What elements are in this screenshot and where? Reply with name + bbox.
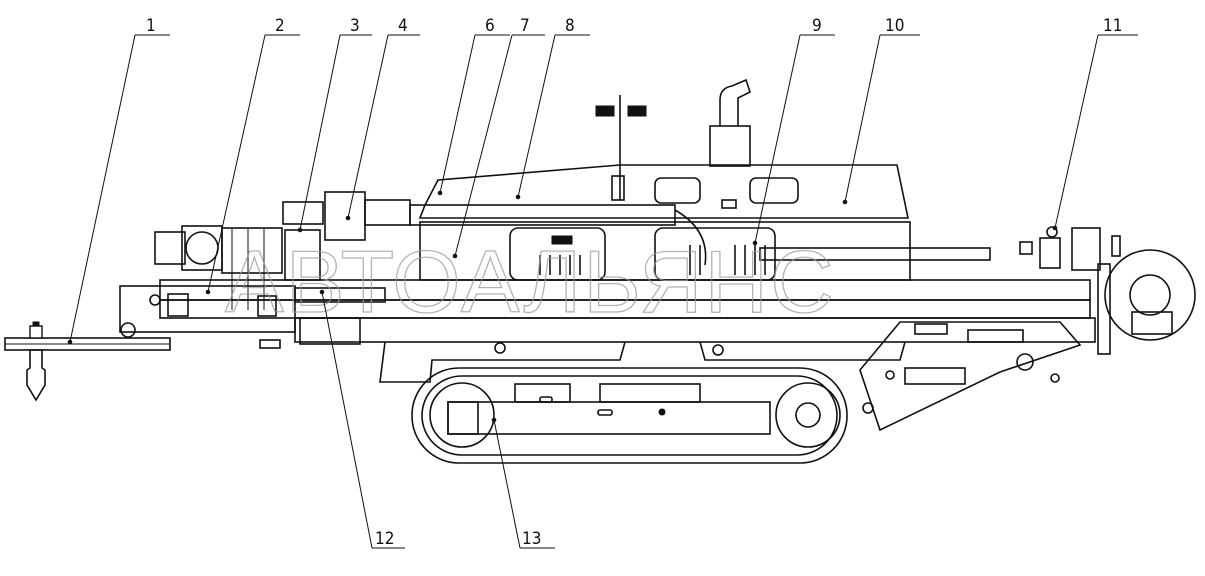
drag-chain	[409, 204, 991, 266]
vise-assembly	[120, 225, 283, 349]
engine-hood	[418, 78, 909, 219]
callout-label-11: 11	[1103, 16, 1122, 36]
callout-label-13: 13	[522, 529, 541, 549]
front-plate	[4, 321, 171, 402]
callout-label-3: 3	[350, 16, 360, 36]
rear-section	[1019, 226, 1196, 355]
track-assembly	[411, 342, 848, 464]
callout-label-9: 9	[812, 16, 822, 36]
watermark-text: АВТОАЛЬЯНС	[225, 232, 836, 331]
callout-10: 10	[842, 16, 920, 205]
callout-label-7: 7	[520, 16, 530, 36]
rear-outrigger	[859, 321, 1082, 432]
callout-1: 1	[67, 16, 170, 345]
callout-9: 9	[752, 16, 835, 246]
callout-label-6: 6	[485, 16, 495, 36]
engine-fins	[539, 245, 766, 275]
callout-11: 11	[1052, 16, 1138, 231]
callout-7: 7	[452, 16, 545, 259]
callout-6: 6	[437, 16, 510, 196]
callout-label-12: 12	[375, 529, 394, 549]
callout-label-10: 10	[885, 16, 904, 36]
callout-13: 13	[491, 417, 555, 549]
engine-block	[419, 221, 911, 281]
callout-12: 12	[319, 289, 405, 549]
power-head	[282, 191, 411, 345]
callout-2: 2	[205, 16, 300, 295]
callout-4: 4	[345, 16, 420, 221]
callout-label-4: 4	[398, 16, 408, 36]
callout-label-2: 2	[275, 16, 285, 36]
callout-label-8: 8	[565, 16, 575, 36]
callout-label-1: 1	[146, 16, 156, 36]
callout-8: 8	[515, 16, 590, 200]
callout-3: 3	[297, 16, 372, 233]
